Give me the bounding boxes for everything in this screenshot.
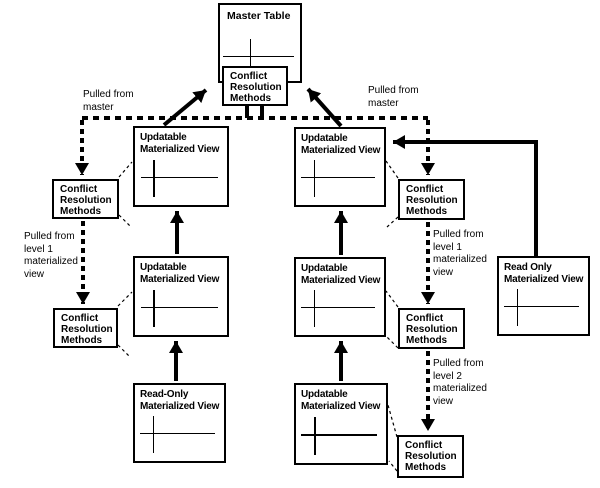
updatable-mv-label: Updatable Materialized View	[301, 263, 381, 286]
pulled-from-master-right-label: Pulled from master	[368, 85, 419, 109]
table-icon	[296, 259, 384, 335]
read-only-mv-label: Read-Only Materialized View	[140, 389, 220, 412]
crm-right-level2-box: Conflict Resolution Methods	[398, 308, 465, 349]
updatable-mv-label: Updatable Materialized View	[140, 132, 220, 155]
updatable-mv-label: Updatable Materialized View	[301, 133, 381, 156]
table-icon-horizontal-line	[140, 176, 218, 178]
updatable-mv-label: Updatable Materialized View	[140, 262, 220, 285]
updatable-mv-left-level1-box: Updatable Materialized View	[133, 126, 229, 207]
crm-right-level1-box: Conflict Resolution Methods	[398, 179, 465, 220]
crm-left-level1-box: Conflict Resolution Methods	[52, 179, 119, 219]
table-icon-vertical-line	[313, 290, 316, 328]
table-icon-horizontal-line	[504, 305, 580, 308]
pulled-from-level2-right-label: Pulled from level 2 materialized view	[433, 358, 487, 407]
crm-left-level2-box: Conflict Resolution Methods	[53, 308, 118, 348]
leader-left-crm1-top	[118, 161, 133, 178]
leader-right-crm1-top	[385, 160, 399, 179]
table-icon-horizontal-line	[140, 432, 216, 435]
leader-left-crm2-top	[117, 291, 133, 307]
leader-right-crm2-bottom	[386, 336, 399, 349]
table-icon	[296, 385, 386, 463]
table-icon	[220, 5, 300, 81]
updatable-mv-mid-level3-box: Updatable Materialized View	[294, 383, 388, 465]
updatable-mv-mid-level1-box: Updatable Materialized View	[294, 127, 386, 207]
updatable-mv-mid-level2-box: Updatable Materialized View	[294, 257, 386, 337]
master-table-label: Master Table	[227, 10, 291, 22]
leader-right-crm3-top	[387, 404, 398, 438]
table-icon-vertical-line	[153, 159, 155, 198]
table-icon-vertical-line	[516, 289, 519, 327]
table-icon-horizontal-line	[223, 55, 295, 58]
updatable-mv-label: Updatable Materialized View	[301, 389, 381, 412]
arrow-mid-mv1-to-master-crm	[306, 87, 343, 128]
leader-right-crm1-bottom	[386, 216, 399, 228]
read-only-mv-label: Read Only Materialized View	[504, 262, 584, 285]
crm-label: Conflict Resolution Methods	[405, 440, 457, 473]
crm-label: Conflict Resolution Methods	[61, 313, 113, 346]
table-icon	[499, 258, 588, 334]
crm-label: Conflict Resolution Methods	[60, 184, 112, 217]
table-icon	[135, 258, 227, 335]
pulled-from-level1-right-label: Pulled from level 1 materialized view	[433, 229, 487, 278]
crm-label: Conflict Resolution Methods	[406, 184, 458, 217]
crm-label: Conflict Resolution Methods	[406, 313, 458, 346]
table-icon-vertical-line	[313, 160, 316, 198]
leader-left-crm1-bottom	[118, 214, 131, 227]
leader-right-crm3-bottom	[388, 460, 398, 472]
table-icon-horizontal-line	[301, 434, 377, 436]
read-only-mv-right-box: Read Only Materialized View	[497, 256, 590, 336]
read-only-mv-left-box: Read-Only Materialized View	[133, 383, 226, 463]
arrow-left-mv1-to-master-crm	[162, 88, 208, 127]
table-icon-vertical-line	[249, 39, 252, 78]
master-crm-box: Conflict Resolution Methods	[222, 66, 288, 106]
master-crm-label: Conflict Resolution Methods	[230, 71, 282, 104]
table-icon-horizontal-line	[301, 306, 376, 309]
table-icon-horizontal-line	[301, 176, 376, 179]
pulled-from-master-left-label: Pulled from master	[83, 89, 134, 113]
table-icon-vertical-line	[152, 416, 155, 454]
table-icon	[296, 129, 384, 205]
leader-right-crm2-top	[385, 290, 399, 308]
table-icon-vertical-line	[314, 416, 316, 456]
crm-right-level3-box: Conflict Resolution Methods	[397, 435, 464, 478]
table-icon	[135, 385, 224, 461]
table-icon-vertical-line	[153, 289, 155, 328]
pulled-from-level1-left-label: Pulled from level 1 materialized view	[24, 231, 78, 280]
table-icon	[135, 128, 227, 205]
table-icon-horizontal-line	[140, 306, 218, 308]
leader-left-crm2-bottom	[117, 344, 131, 358]
updatable-mv-left-level2-box: Updatable Materialized View	[133, 256, 229, 337]
